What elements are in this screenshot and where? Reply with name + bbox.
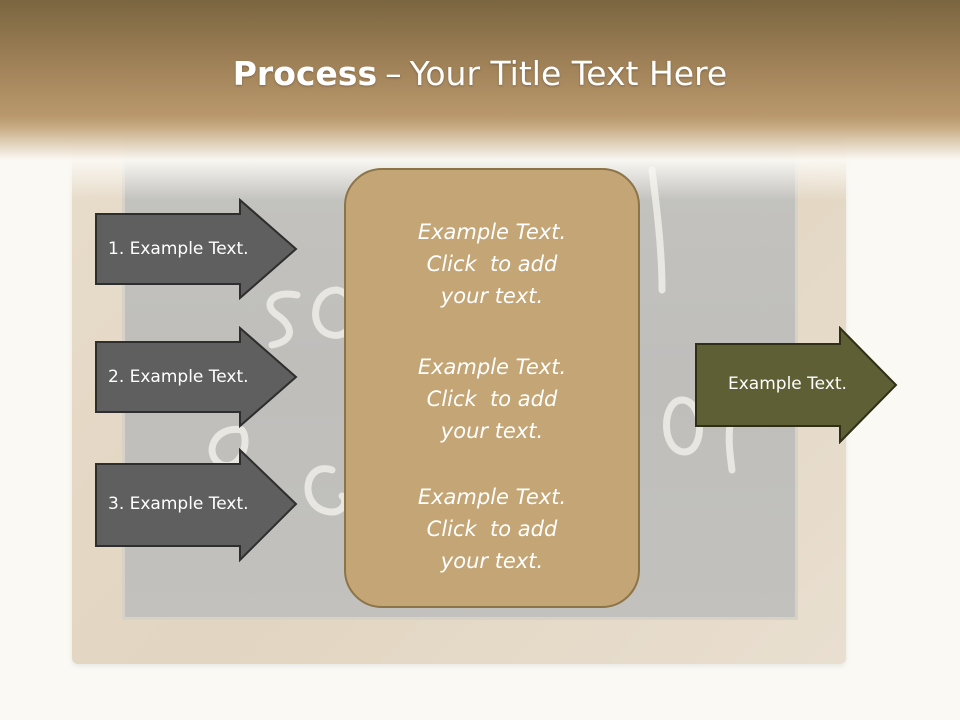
left-arrow-1[interactable]: 1. Example Text. [94,198,300,300]
block-line: Click to add [426,252,558,276]
center-text-block-1: Example Text. Click to add your text. [346,216,638,312]
block-line: Example Text. [417,355,567,379]
left-arrow-label: 3. Example Text. [108,494,249,514]
page-title: Process–Your Title Text Here [0,50,960,98]
block-line: Click to add [426,387,558,411]
center-text-box[interactable]: Example Text. Click to add your text. Ex… [344,168,640,608]
right-arrow[interactable]: Example Text. [694,326,900,444]
block-line: your text. [440,284,544,308]
block-line: your text. [440,549,544,573]
block-line: Example Text. [417,220,567,244]
center-text-block-2: Example Text. Click to add your text. [346,351,638,447]
title-rest: Your Title Text Here [409,54,728,93]
left-arrow-label: 1. Example Text. [108,239,249,259]
block-line: your text. [440,419,544,443]
left-arrow-3[interactable]: 3. Example Text. [94,448,300,564]
title-separator: – [385,54,402,93]
right-arrow-label: Example Text. [728,374,847,394]
left-arrow-2[interactable]: 2. Example Text. [94,326,300,428]
left-arrow-label: 2. Example Text. [108,367,249,387]
block-line: Example Text. [417,485,567,509]
header-band [0,0,960,200]
title-bold: Process [232,54,378,93]
block-line: Click to add [426,517,558,541]
center-text-block-3: Example Text. Click to add your text. [346,481,638,577]
